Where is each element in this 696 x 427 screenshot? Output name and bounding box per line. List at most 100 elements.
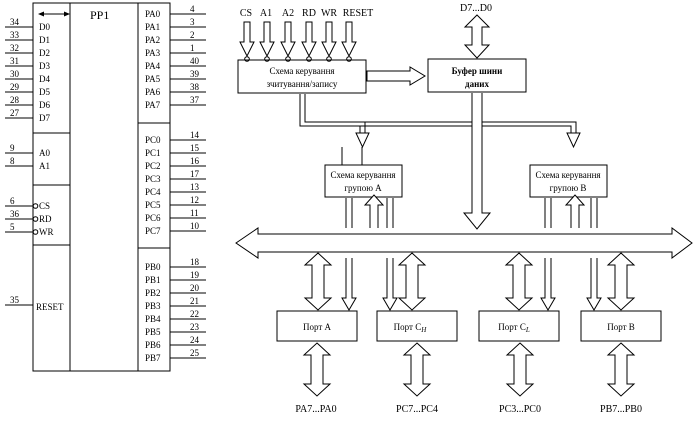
- pin-name: WR: [39, 227, 54, 237]
- rw-control-line2: зчитування/запису: [267, 79, 338, 89]
- pin-number: 33: [10, 30, 20, 40]
- control-signal-labels: CS A1 A2 RD WR RESET: [240, 8, 373, 19]
- pin-number: 6: [10, 196, 15, 206]
- pin-number: 16: [190, 156, 200, 166]
- pin-name: PC0: [145, 135, 161, 145]
- arrow-down-icon: [341, 21, 357, 58]
- pin-name: PB4: [145, 314, 161, 324]
- bidir-arrow-icon: [606, 252, 636, 311]
- group-b-control-box: [529, 164, 608, 198]
- pin-name: PC3: [145, 174, 161, 184]
- bidir-arrow-icon: [606, 342, 636, 397]
- port-a-label: Порт А: [303, 322, 332, 332]
- pin-number: 13: [190, 182, 200, 192]
- block-diagram: CS A1 A2 RD WR RESET Схема керування зчитуван…: [235, 3, 693, 415]
- control-signal-label: WR: [321, 8, 337, 19]
- pin-name: PC6: [145, 213, 161, 223]
- pin-name: PA0: [145, 9, 161, 19]
- pin-number: 35: [10, 295, 20, 305]
- pin-name: PA1: [145, 22, 160, 32]
- group-a-to-bus-line: [345, 198, 353, 228]
- pin-name: PB1: [145, 275, 161, 285]
- pin-name: PA5: [145, 74, 161, 84]
- group-b-line1: Схема керування: [535, 170, 600, 180]
- pin-number: 31: [10, 56, 19, 66]
- bus-to-group-a-arrow: [363, 194, 385, 228]
- pin-number: 29: [10, 82, 20, 92]
- control-signal-label: A1: [260, 8, 272, 19]
- pin-number: 18: [190, 257, 200, 267]
- pin-number: 21: [190, 296, 199, 306]
- rw-control-line1: Схема керування: [269, 66, 334, 76]
- port-cl-box: [478, 310, 560, 342]
- port-b-label: Порт В: [607, 322, 635, 332]
- control-signal-label: RESET: [343, 8, 374, 19]
- buffer-line2: даних: [465, 79, 489, 89]
- pin-name: PC2: [145, 161, 161, 171]
- pin-number: 30: [10, 69, 20, 79]
- pin-number: 15: [190, 143, 200, 153]
- arrow-down-icon: [586, 258, 602, 311]
- pin-name: A0: [39, 148, 50, 158]
- pin-number: 19: [190, 270, 200, 280]
- pin-number: 36: [10, 209, 20, 219]
- control-signal-label: A2: [282, 8, 294, 19]
- control-signal-label: RD: [302, 8, 316, 19]
- bus-to-group-b-arrow: [564, 194, 586, 228]
- pin-number: 22: [190, 309, 199, 319]
- pin-number: 12: [190, 195, 199, 205]
- pin-name: D2: [39, 48, 50, 58]
- pin-number: 32: [10, 43, 19, 53]
- port-a-box: [276, 310, 358, 342]
- pin-name: RD: [39, 214, 52, 224]
- port-b-output-label: PB7...PB0: [600, 404, 642, 415]
- group-b-to-bus-line: [544, 198, 552, 228]
- group-a-control-box: [324, 164, 403, 198]
- pin-number: 11: [190, 208, 199, 218]
- internal-data-bus: [235, 227, 693, 259]
- pin-name: D7: [39, 113, 50, 123]
- pin-name: PA4: [145, 61, 161, 71]
- pin-name: D5: [39, 87, 50, 97]
- control-signal-label: CS: [240, 8, 252, 19]
- bidir-arrow-icon: [504, 252, 534, 311]
- pin-number: 20: [190, 283, 200, 293]
- port-b-box: [580, 310, 662, 342]
- pin-name: A1: [39, 161, 50, 171]
- rw-control-box: [237, 59, 367, 94]
- buffer-to-bus-arrow: [462, 93, 492, 230]
- group-a-line1: Схема керування: [330, 170, 395, 180]
- pin-number: 38: [190, 82, 200, 92]
- data-bus-buffer-box: [427, 58, 527, 93]
- arrow-down-icon: [382, 258, 398, 311]
- arrow-down-icon: [321, 21, 337, 58]
- arrow-down-icon: [301, 21, 317, 58]
- pin-name: PC1: [145, 148, 161, 158]
- pin-name: PB0: [145, 262, 161, 272]
- active-low-circle-icon: [285, 56, 291, 62]
- pin-number: 24: [190, 335, 200, 345]
- active-low-circle-icon: [244, 56, 250, 62]
- pin-number: 34: [10, 17, 20, 27]
- buffer-line1: Буфер шини: [452, 66, 503, 76]
- pin-number: 39: [190, 69, 200, 79]
- pin-name: PA3: [145, 48, 161, 58]
- bidir-arrow-icon: [302, 342, 332, 397]
- chip-outline: [32, 2, 171, 372]
- control-signal-arrows: [239, 21, 357, 62]
- port-cl-sub: L: [525, 326, 530, 334]
- pin-name: D3: [39, 61, 50, 71]
- port-cl-output-label: PC3...PC0: [499, 404, 541, 415]
- bidir-arrow-icon: [397, 252, 427, 311]
- port-ch-output-label: PC7...PC4: [396, 404, 438, 415]
- port-a-output-label: PA7...PA0: [295, 404, 336, 415]
- pin-number: 17: [190, 169, 200, 179]
- rw-control-line-to-groups: [299, 94, 572, 133]
- arrow-down-icon: [341, 258, 357, 311]
- pin-number: 2: [190, 30, 195, 40]
- pin-name: PB5: [145, 327, 161, 337]
- data-bus-label: D7...D0: [460, 3, 492, 14]
- pin-name: D1: [39, 35, 50, 45]
- arrow-down-icon: [540, 258, 556, 311]
